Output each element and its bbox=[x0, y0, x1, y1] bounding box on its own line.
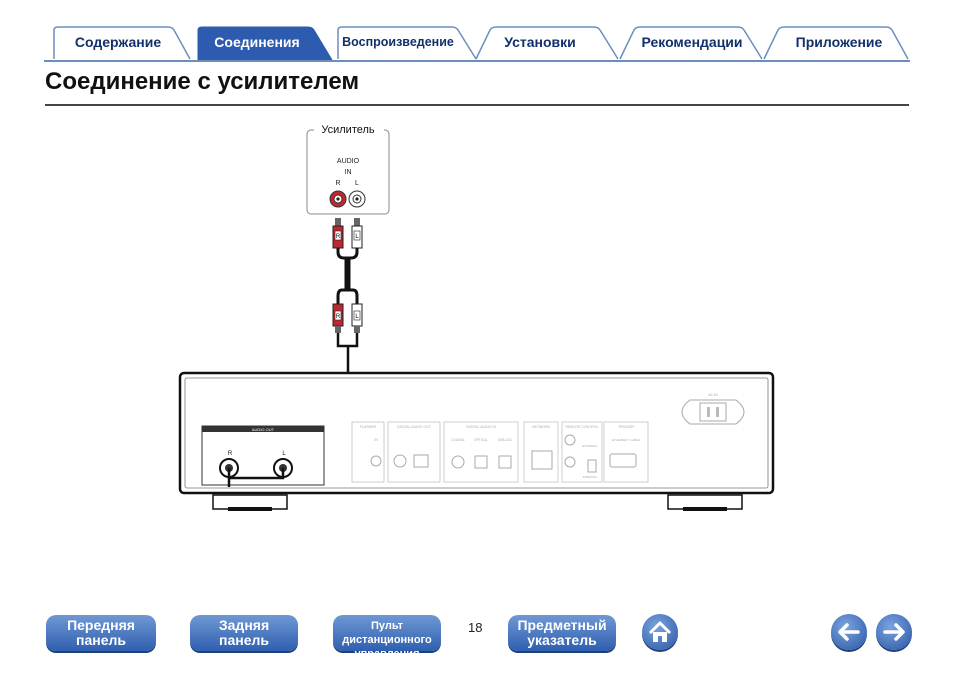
svg-text:ETHERNET / CABLE: ETHERNET / CABLE bbox=[612, 438, 640, 442]
svg-text:DIGITAL AUDIO OUT: DIGITAL AUDIO OUT bbox=[397, 425, 431, 429]
bracket bbox=[336, 333, 359, 348]
tab-shape bbox=[337, 26, 477, 60]
audio-out-label: AUDIO OUT bbox=[252, 427, 275, 432]
left-label: L bbox=[355, 180, 359, 187]
index-line2: указатель bbox=[527, 632, 597, 648]
connection-diagram: Усилитель AUDIO IN R L R L R L bbox=[178, 121, 775, 511]
tab-shape bbox=[53, 26, 191, 60]
amp-jack-l bbox=[348, 190, 366, 208]
amplifier-label-bg bbox=[314, 121, 384, 135]
svg-text:COAXIAL: COAXIAL bbox=[451, 438, 465, 442]
tab-label: Установки bbox=[504, 34, 576, 50]
foot-left-pad bbox=[228, 507, 272, 511]
upper-plug-r: R bbox=[332, 218, 344, 249]
svg-text:L: L bbox=[355, 314, 359, 320]
svg-text:R: R bbox=[336, 314, 341, 320]
svg-text:FLASHER: FLASHER bbox=[360, 425, 377, 429]
remote-line1: Пульт дистанционного bbox=[342, 620, 432, 646]
front-panel-line1: Передняя bbox=[67, 617, 135, 633]
in-label: IN bbox=[345, 169, 352, 176]
forward-button[interactable] bbox=[876, 614, 912, 650]
tab-label: Рекомендации bbox=[641, 34, 743, 50]
out-l-label: L bbox=[282, 451, 286, 457]
foot-right bbox=[667, 494, 743, 510]
front-panel-line2: панель bbox=[76, 632, 126, 648]
svg-text:DIGITAL AUDIO IN: DIGITAL AUDIO IN bbox=[466, 425, 496, 429]
amp-jack-r bbox=[329, 190, 347, 208]
svg-text:L: L bbox=[355, 234, 359, 240]
tab-underline bbox=[44, 60, 910, 62]
lower-plug-l: L bbox=[351, 303, 363, 333]
page-title: Соединение с усилителем bbox=[45, 68, 360, 95]
right-label: R bbox=[335, 180, 340, 187]
index-button[interactable]: Предметный указатель bbox=[508, 615, 616, 651]
front-panel-button[interactable]: Передняя панель bbox=[46, 615, 156, 651]
audio-in-label: AUDIO bbox=[337, 158, 360, 165]
remote-line2: управления bbox=[354, 648, 420, 660]
tab-label: Воспроизведение bbox=[342, 35, 454, 49]
svg-text:R: R bbox=[336, 234, 341, 240]
arrow-left-icon bbox=[838, 623, 860, 641]
svg-text:REMOTE CONTROL: REMOTE CONTROL bbox=[565, 425, 598, 429]
tab-label: Соединения bbox=[214, 34, 300, 50]
remote-control-button[interactable]: Пульт дистанционного управления bbox=[333, 615, 441, 660]
svg-text:USB-DAC: USB-DAC bbox=[498, 438, 513, 442]
tab-appendix[interactable]: Приложение bbox=[758, 26, 910, 60]
tab-tips[interactable]: Рекомендации bbox=[614, 26, 764, 60]
cable-l bbox=[347, 248, 359, 304]
tab-shape bbox=[763, 26, 909, 60]
tab-shape bbox=[619, 26, 763, 60]
amplifier-label: Усилитель bbox=[321, 124, 375, 136]
rear-panel-button[interactable]: Задняя панель bbox=[190, 615, 298, 651]
rear-panel-line1: Задняя bbox=[218, 617, 270, 633]
svg-text:EXTERNAL: EXTERNAL bbox=[582, 444, 598, 448]
foot-right-pad bbox=[683, 507, 727, 511]
home-button[interactable] bbox=[642, 614, 678, 650]
tab-contents[interactable]: Содержание bbox=[44, 26, 192, 60]
foot-left bbox=[212, 494, 288, 510]
tab-shape bbox=[197, 26, 333, 60]
tab-shape bbox=[475, 26, 619, 60]
cable-r bbox=[336, 248, 348, 304]
page-number: 18 bbox=[468, 620, 483, 635]
tab-label: Приложение bbox=[795, 34, 883, 50]
svg-text:TRIGGER: TRIGGER bbox=[618, 425, 634, 429]
index-line1: Предметный bbox=[517, 617, 607, 633]
tab-connections[interactable]: Соединения bbox=[188, 26, 334, 60]
ac-in-label: AC IN bbox=[708, 393, 718, 397]
svg-text:NETWORK: NETWORK bbox=[532, 425, 551, 429]
device-rear-panel: AUDIO OUT R L FLASHER IN DIGITAL AUDIO O… bbox=[178, 371, 775, 495]
tab-settings[interactable]: Установки bbox=[470, 26, 620, 60]
out-r-label: R bbox=[228, 451, 233, 457]
svg-text:OPTICAL: OPTICAL bbox=[474, 438, 488, 442]
upper-plug-l: L bbox=[351, 218, 363, 249]
svg-text:IN: IN bbox=[374, 438, 378, 442]
title-rule bbox=[45, 104, 909, 106]
home-icon bbox=[648, 621, 672, 642]
rear-panel-line2: панель bbox=[219, 632, 269, 648]
back-button[interactable] bbox=[831, 614, 867, 650]
tab-label: Содержание bbox=[74, 34, 162, 50]
lower-plug-r: R bbox=[332, 303, 344, 333]
tab-bar: Содержание Соединения Воспроизведение Ус… bbox=[44, 26, 910, 62]
svg-text:INTERNAL: INTERNAL bbox=[583, 475, 598, 479]
arrow-right-icon bbox=[883, 623, 905, 641]
tab-playback[interactable]: Воспроизведение bbox=[328, 26, 478, 60]
